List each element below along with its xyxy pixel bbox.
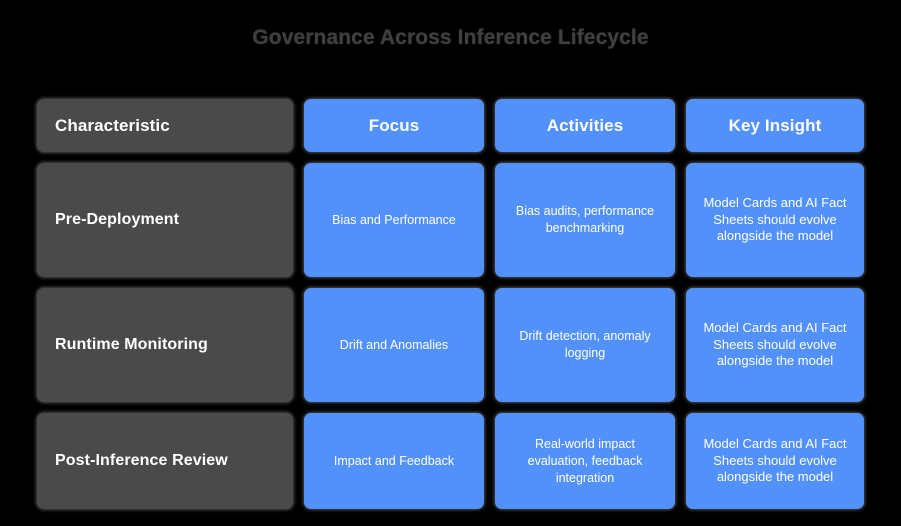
table-header-key-insight-label: Key Insight [728,115,822,135]
cell-activities-pre-deployment: Bias audits, performance benchmarking [495,163,675,277]
row-label-runtime-monitoring: Runtime Monitoring [55,336,208,353]
cell-focus-runtime-monitoring-text: Drift and Anomalies [339,337,449,352]
table-row: Runtime Monitoring [37,288,293,402]
cell-key-insight-runtime-monitoring-text: Model Cards and AI Fact Sheets should ev… [703,320,847,369]
cell-focus-pre-deployment-text: Bias and Performance [332,212,456,227]
table-row: Post-Inference Review [37,413,293,509]
cell-activities-post-inference-review-text: Real-world impact evaluation, feedback i… [527,436,643,485]
cell-activities-pre-deployment-text: Bias audits, performance benchmarking [515,204,655,235]
table-header-focus-label: Focus [368,115,420,135]
table-header-key-insight: Key Insight [686,99,864,152]
cell-key-insight-pre-deployment-text: Model Cards and AI Fact Sheets should ev… [703,195,847,244]
cell-activities-post-inference-review: Real-world impact evaluation, feedback i… [495,413,675,509]
table-header-focus: Focus [304,99,484,152]
table-header-activities-label: Activities [546,115,624,135]
cell-key-insight-post-inference-review: Model Cards and AI Fact Sheets should ev… [686,413,864,509]
row-label-post-inference-review: Post-Inference Review [55,452,228,469]
governance-table: Characteristic Focus Activities Key Insi… [37,99,864,509]
cell-focus-post-inference-review: Impact and Feedback [304,413,484,509]
page-title: Governance Across Inference Lifecycle [252,26,649,49]
cell-key-insight-runtime-monitoring: Model Cards and AI Fact Sheets should ev… [686,288,864,402]
cell-key-insight-post-inference-review-text: Model Cards and AI Fact Sheets should ev… [703,436,847,485]
cell-focus-post-inference-review-text: Impact and Feedback [333,453,455,468]
cell-key-insight-pre-deployment: Model Cards and AI Fact Sheets should ev… [686,163,864,277]
table-header-characteristic-label: Characteristic [55,115,170,135]
table-row: Pre-Deployment [37,163,293,277]
table-header-activities: Activities [495,99,675,152]
cell-focus-pre-deployment: Bias and Performance [304,163,484,277]
cell-focus-runtime-monitoring: Drift and Anomalies [304,288,484,402]
cell-activities-runtime-monitoring: Drift detection, anomaly logging [495,288,675,402]
cell-activities-runtime-monitoring-text: Drift detection, anomaly logging [519,329,651,360]
table-header-characteristic: Characteristic [37,99,293,152]
row-label-pre-deployment: Pre-Deployment [55,211,180,228]
